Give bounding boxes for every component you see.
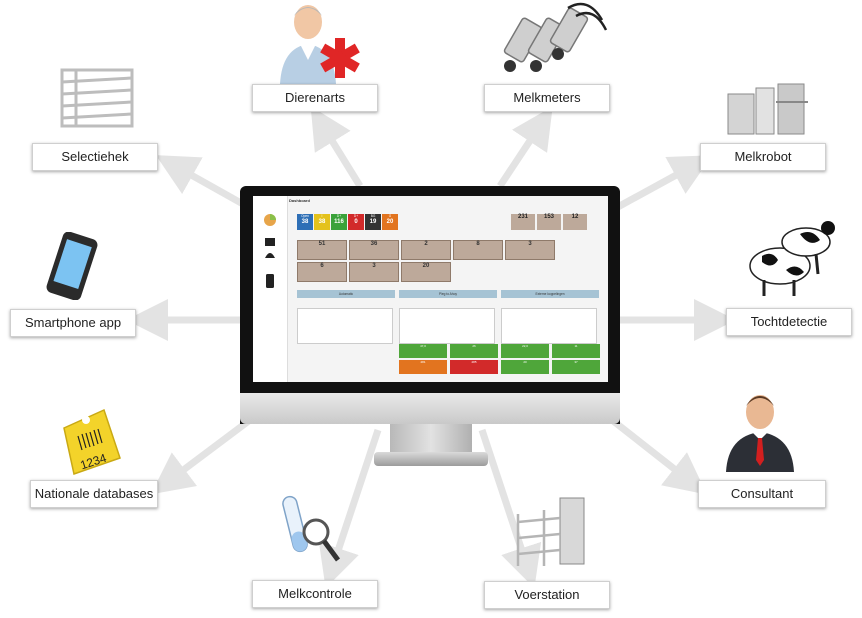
- milk-meter-icon: [503, 2, 608, 72]
- attention-tile: 3: [349, 262, 399, 282]
- status-tile: 285: [450, 360, 498, 374]
- feeding-station-icon: [516, 497, 585, 566]
- status-tile: 26: [450, 344, 498, 358]
- sidebar-icons: [264, 214, 276, 288]
- cow-icon: [749, 221, 835, 296]
- status-tile: 281: [399, 360, 447, 374]
- kpi-tile-secondary: 231: [511, 214, 535, 230]
- status-tile: 37: [552, 360, 600, 374]
- veterinarian-icon: [280, 5, 360, 84]
- status-tile: 47,0: [399, 344, 447, 358]
- smartphone-icon: [46, 232, 98, 300]
- monitor-stand-base: [374, 452, 488, 466]
- consultant-icon: [726, 395, 794, 472]
- selection-gate-icon: [60, 68, 134, 128]
- label-melkrobot: Melkrobot: [700, 143, 826, 171]
- label-melkmeters: Melkmeters: [484, 84, 610, 112]
- label-tochtdetectie: Tochtdetectie: [726, 308, 852, 336]
- ear-tag-icon: 1234: [63, 408, 121, 475]
- process-bar: Externe koppelingen: [501, 290, 599, 298]
- label-melkcontrole: Melkcontrole: [252, 580, 378, 608]
- attention-tile: 51: [297, 240, 347, 260]
- label-smartphone-app: Smartphone app: [10, 309, 136, 337]
- label-consultant: Consultant: [698, 480, 826, 508]
- monitor-chin: [240, 393, 620, 424]
- attention-tile: 6: [297, 262, 347, 282]
- test-tube-magnifier-icon: [282, 495, 341, 562]
- process-bar: Automatic: [297, 290, 395, 298]
- dashboard-sidebar: [253, 196, 288, 382]
- mini-chart-3: [501, 308, 597, 344]
- kpi-tile-secondary: 12: [563, 214, 587, 230]
- kpi-tile: D+0: [348, 214, 364, 230]
- label-selectiehek: Selectiehek: [32, 143, 158, 171]
- label-nationale-databases: Nationale databases: [30, 480, 158, 508]
- kpi-tile: D+116: [331, 214, 347, 230]
- mini-chart-2: [399, 308, 495, 344]
- attention-tile: 36: [349, 240, 399, 260]
- attention-tile: 2: [401, 240, 451, 260]
- label-voerstation: Voerstation: [484, 581, 610, 609]
- milking-robot-icon: [727, 83, 808, 135]
- attention-tile: 3: [505, 240, 555, 260]
- status-tile: 22,0: [501, 344, 549, 358]
- label-dierenarts: Dierenarts: [252, 84, 378, 112]
- status-tile: 20: [501, 360, 549, 374]
- dashboard-title: Dashboard: [289, 198, 310, 203]
- process-bar: Pleg to Ahoy: [399, 290, 497, 298]
- attention-tile: 20: [401, 262, 451, 282]
- attention-tile: 8: [453, 240, 503, 260]
- status-tile: 11: [552, 344, 600, 358]
- mini-chart-1: [297, 308, 393, 344]
- kpi-tile-secondary: 153: [537, 214, 561, 230]
